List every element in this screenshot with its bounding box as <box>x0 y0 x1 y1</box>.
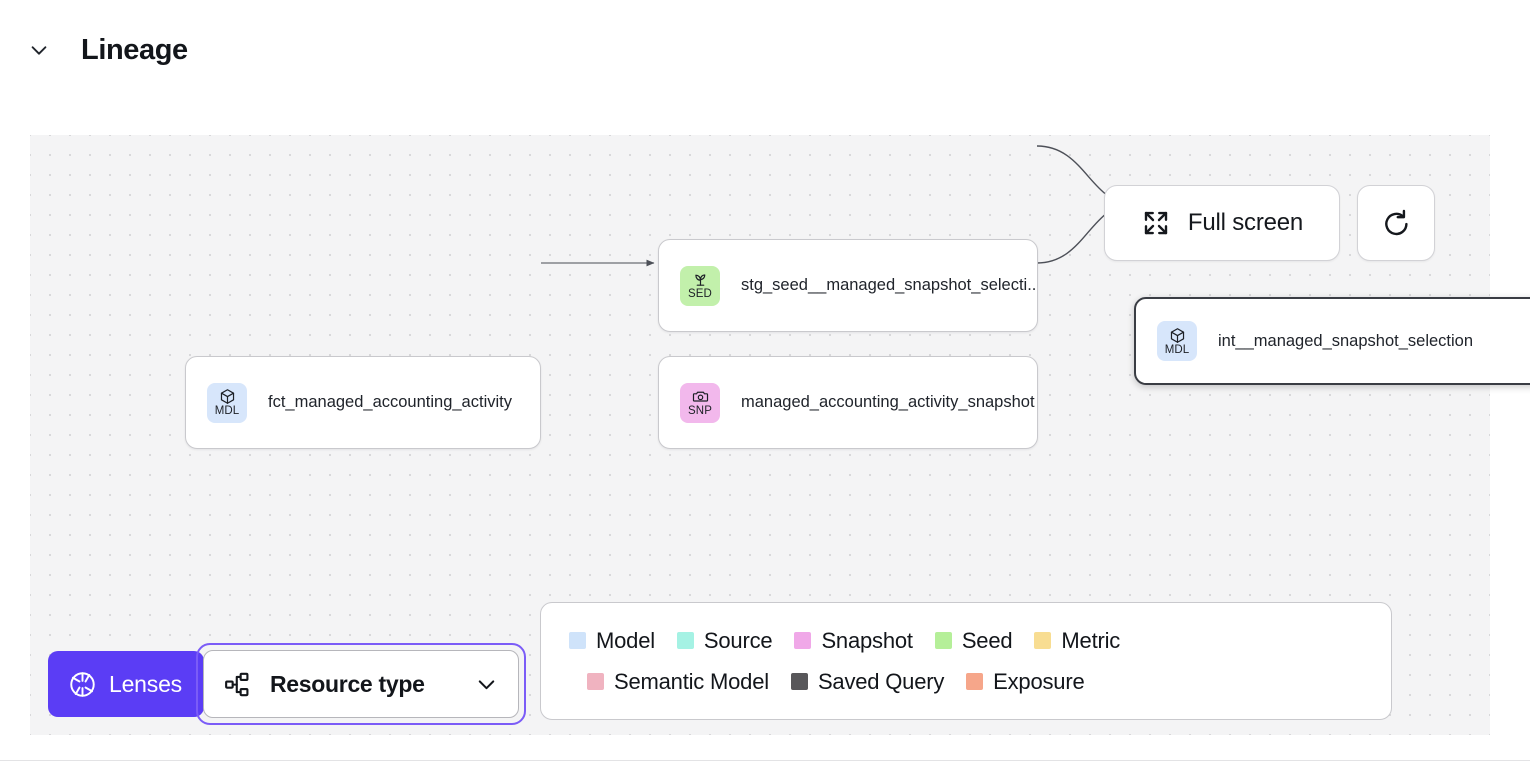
legend-item-exposure: Exposure <box>966 668 1085 695</box>
lineage-legend: Model Source Snapshot Seed Metric Semant… <box>540 602 1392 720</box>
node-label: fct_managed_accounting_activity <box>268 393 512 411</box>
legend-label: Semantic Model <box>614 668 769 694</box>
badge-code: SED <box>688 288 712 300</box>
resource-type-dropdown[interactable]: Resource type <box>203 650 519 718</box>
legend-swatch <box>676 632 694 649</box>
cube-icon <box>220 389 234 404</box>
legend-label: Model <box>596 627 655 653</box>
legend-item-source: Source <box>676 627 773 654</box>
node-badge-mdl: MDL <box>1157 321 1197 361</box>
lenses-label: Lenses <box>109 670 182 697</box>
node-label: int__managed_snapshot_selection <box>1218 331 1474 350</box>
legend-label: Seed <box>961 627 1013 653</box>
node-badge-sed: SED <box>680 265 720 306</box>
legend-label: Source <box>703 627 773 653</box>
full-screen-button[interactable]: Full screen <box>1104 185 1340 261</box>
page-title: Lineage <box>81 33 188 66</box>
legend-item-seed: Seed <box>934 627 1013 654</box>
legend-item-snapshot: Snapshot <box>794 627 913 654</box>
lenses-button[interactable]: Lenses <box>48 651 204 717</box>
badge-code: MDL <box>1164 343 1190 356</box>
legend-swatch <box>966 673 984 690</box>
aperture-icon <box>70 671 95 697</box>
seedling-icon <box>694 274 705 286</box>
legend-swatch <box>1034 632 1052 649</box>
lineage-controls: Lenses Resource type <box>48 643 526 725</box>
legend-swatch <box>587 673 604 690</box>
node-label: stg_seed__managed_snapshot_selecti... <box>741 276 1037 294</box>
camera-icon <box>692 391 708 402</box>
legend-item-metric: Metric <box>1034 628 1120 654</box>
footer-divider <box>0 760 1530 761</box>
legend-row-secondary: Semantic Model Saved Query Exposure <box>569 669 1363 695</box>
legend-item-model: Model <box>569 628 655 654</box>
lineage-node-snapshot[interactable]: SNP managed_accounting_activity_snapshot <box>658 356 1038 449</box>
refresh-icon <box>1384 209 1408 235</box>
badge-code: SNP <box>688 405 712 417</box>
chevron-down-icon[interactable] <box>24 35 54 65</box>
resource-type-label: Resource type <box>270 670 425 697</box>
legend-swatch <box>794 632 812 649</box>
node-badge-snp: SNP <box>680 382 720 423</box>
sitemap-icon <box>225 672 249 696</box>
legend-swatch <box>790 673 808 690</box>
legend-item-saved-query: Saved Query <box>790 668 945 695</box>
lineage-node-seed[interactable]: SED stg_seed__managed_snapshot_selecti..… <box>658 239 1038 332</box>
lineage-section-header: Lineage <box>0 0 1530 100</box>
canvas-toolbar: Full screen <box>1104 185 1435 261</box>
lineage-node-model-selected[interactable]: MDL int__managed_snapshot_selection <box>1134 297 1530 385</box>
expand-arrows-icon <box>1144 211 1168 235</box>
legend-label: Snapshot <box>821 627 913 653</box>
badge-code: MDL <box>214 405 240 417</box>
resource-type-focus-ring: Resource type <box>196 643 526 725</box>
lineage-node-model[interactable]: MDL fct_managed_accounting_activity <box>185 356 541 449</box>
legend-label: Saved Query <box>817 668 945 694</box>
node-badge-mdl: MDL <box>207 382 247 423</box>
legend-row-primary: Model Source Snapshot Seed Metric <box>569 628 1363 654</box>
legend-label: Exposure <box>993 668 1085 694</box>
legend-swatch <box>934 632 952 649</box>
refresh-button[interactable] <box>1357 185 1435 261</box>
legend-item-semantic-model: Semantic Model <box>587 669 769 695</box>
chevron-down-icon <box>478 679 495 689</box>
legend-swatch <box>569 632 586 649</box>
full-screen-label: Full screen <box>1187 209 1304 236</box>
lineage-canvas[interactable]: MDL fct_managed_accounting_activity SED … <box>30 135 1530 735</box>
legend-label: Metric <box>1061 627 1121 653</box>
cube-icon <box>1170 327 1184 343</box>
node-label: managed_accounting_activity_snapshot <box>741 393 1035 411</box>
